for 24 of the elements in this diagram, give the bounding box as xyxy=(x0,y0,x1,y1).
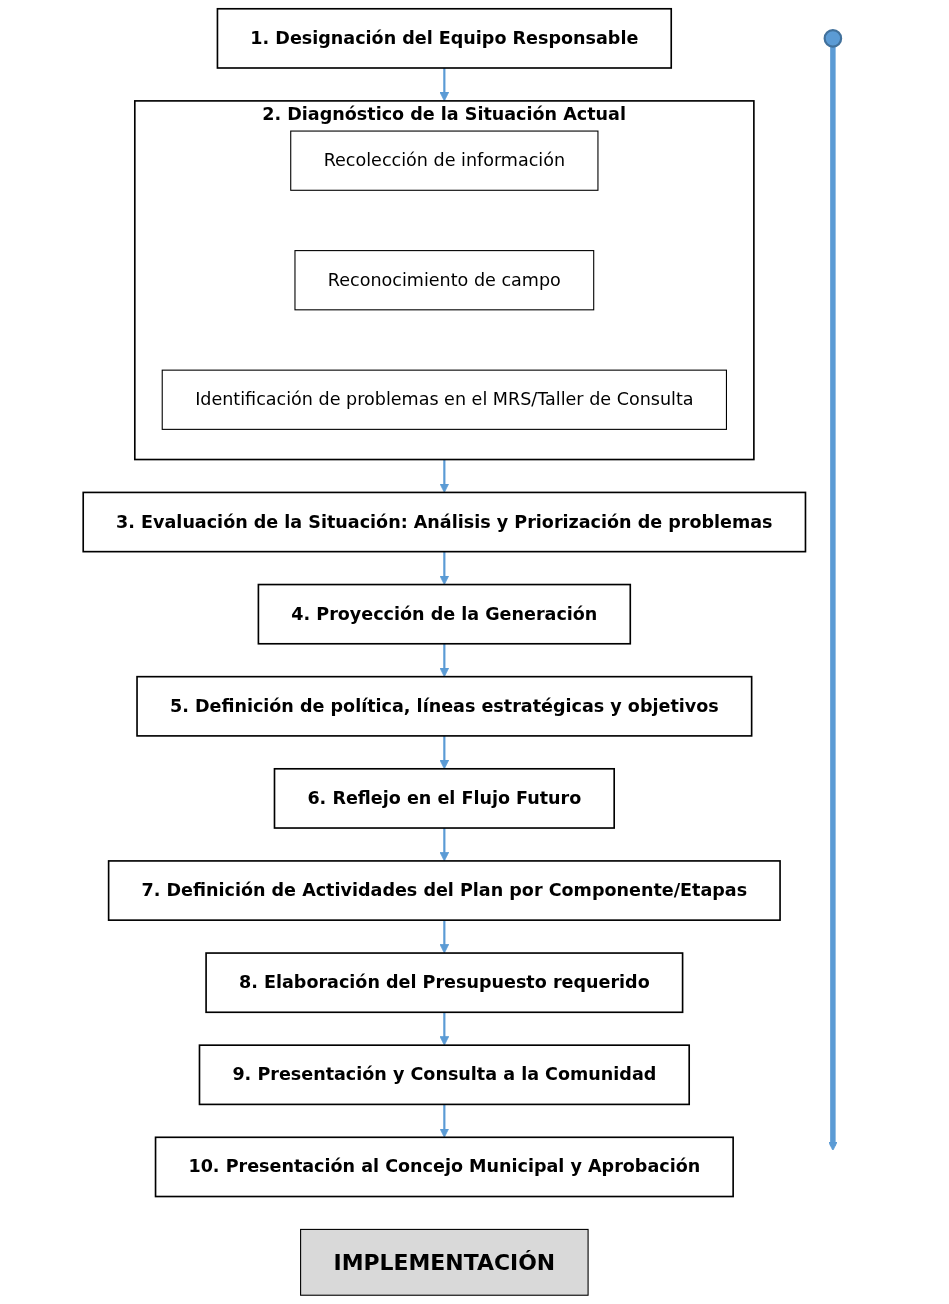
arrow xyxy=(439,551,450,585)
arrow xyxy=(439,68,450,102)
arrow xyxy=(439,1104,450,1138)
node-box: 5. Definición de política, líneas estratégicas y objetivos xyxy=(136,675,753,737)
node-box: 8. Elaboración del Presupuesto requerido xyxy=(205,952,684,1014)
node-box: 7. Definición de Actividades del Plan por Componente/Etapas xyxy=(107,860,781,921)
arrow xyxy=(439,459,450,493)
arrow xyxy=(828,46,838,1151)
node-box: IMPLEMENTACIÓN xyxy=(300,1228,589,1296)
node-box: Recolección de información xyxy=(290,130,599,191)
node-box: Identificación de problemas en el MRS/Taller de Consulta xyxy=(161,369,727,430)
node-circle xyxy=(823,29,843,48)
node-box: 6. Reflejo en el Flujo Futuro xyxy=(273,767,615,829)
arrow xyxy=(439,643,450,678)
arrow xyxy=(439,828,450,862)
arrow xyxy=(439,1012,450,1046)
arrow xyxy=(439,735,450,770)
node-box: 4. Proyección de la Generación xyxy=(257,583,632,645)
node-box: 9. Presentación y Consulta a la Comunidad xyxy=(198,1044,690,1106)
node-box: 1. Designación del Equipo Responsable xyxy=(216,7,673,69)
node-box: 3. Evaluación de la Situación: Análisis y Priorización de problemas xyxy=(82,491,807,553)
arrow xyxy=(439,920,450,954)
node-box: Reconocimiento de campo xyxy=(294,250,595,311)
node-box: 10. Presentación al Concejo Municipal y Aprobación xyxy=(154,1136,734,1198)
